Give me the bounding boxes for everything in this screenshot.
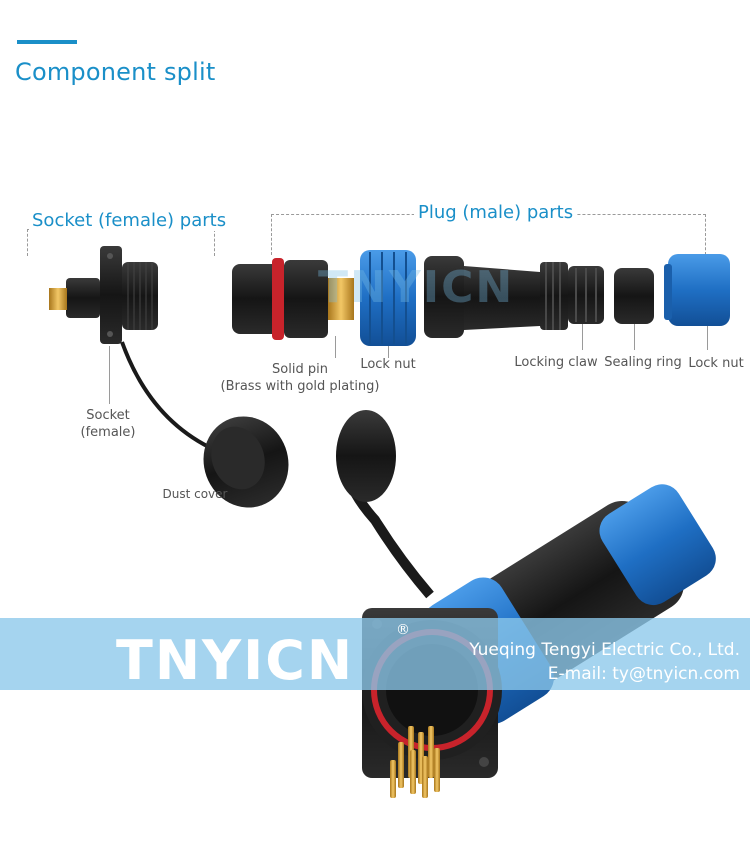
solid-pin-note: (Brass with gold plating) <box>220 379 380 394</box>
label-lock-nut-1: Lock nut <box>360 357 416 372</box>
company-email: E-mail: ty@tnyicn.com <box>547 664 740 684</box>
locking-claw-image <box>424 256 604 338</box>
solid-pin-text: Solid pin <box>272 362 328 377</box>
tether-strap <box>120 341 216 452</box>
plug-group-label: Plug (male) parts <box>414 202 578 223</box>
leader-sealing-ring <box>634 324 635 350</box>
socket-group-label: Socket (female) parts <box>29 210 230 231</box>
label-lock-nut-2: Lock nut <box>688 356 744 371</box>
plug-body-image <box>232 258 354 340</box>
label-socket: Socket (female) <box>68 407 148 441</box>
socket-note: (female) <box>80 425 136 440</box>
dust-cover-image <box>203 416 289 508</box>
brand-banner <box>0 618 750 690</box>
leader-lock-nut-2 <box>707 326 708 350</box>
leader-solid-pin <box>335 336 336 358</box>
label-dust-cover: Dust cover <box>162 487 228 501</box>
brand-logo: TNYICN <box>116 629 355 692</box>
socket-part-image <box>49 246 158 344</box>
label-solid-pin: Solid pin (Brass with gold plating) <box>200 361 400 395</box>
lock-nut-1-image <box>360 250 416 346</box>
watermark-logo: TNYICN <box>318 262 515 313</box>
leader-locking-claw <box>582 324 583 350</box>
lock-nut-2-image <box>664 254 730 326</box>
company-name: Yueqing Tengyi Electric Co., Ltd. <box>469 640 740 660</box>
socket-text: Socket <box>86 408 130 423</box>
section-title: Component split <box>15 58 216 86</box>
leader-lock-nut-1 <box>388 346 389 358</box>
sealing-ring-image <box>614 268 654 324</box>
label-sealing-ring: Sealing ring <box>604 355 682 370</box>
leader-socket <box>109 346 110 404</box>
assembled-connector-image <box>336 410 716 798</box>
accent-bar <box>17 40 77 44</box>
registered-mark: ® <box>396 622 410 638</box>
label-locking-claw: Locking claw <box>514 355 598 370</box>
